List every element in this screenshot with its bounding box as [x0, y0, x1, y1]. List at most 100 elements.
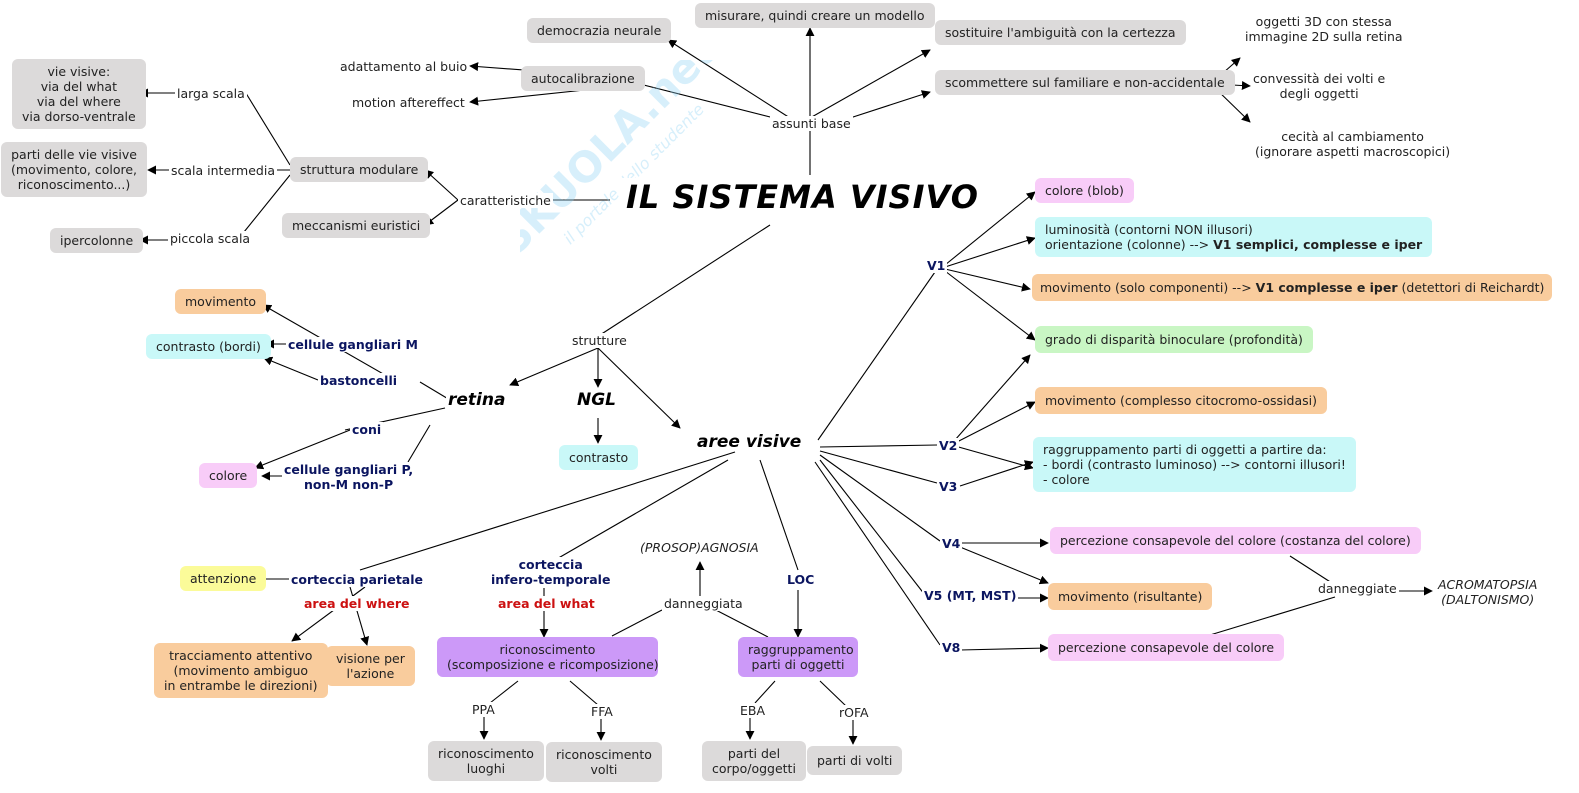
node-tracciamento-attentivo: tracciamento attentivo(movimento ambiguo…: [154, 643, 328, 698]
label-area-where: area del where: [302, 596, 412, 611]
label-danneggiata: danneggiata: [662, 596, 745, 611]
node-retina: retina: [446, 390, 508, 410]
line-connector: [759, 459, 799, 571]
label-v1: V1: [925, 258, 948, 273]
watermark-logo: SKUOLA.net il portale dello studente: [520, 60, 720, 260]
line-connector: [489, 680, 519, 704]
node-movimento-citocromo: movimento (complesso citocromo-ossidasi): [1035, 387, 1328, 414]
label-eba: EBA: [738, 703, 768, 718]
node-ngl: NGL: [575, 390, 619, 410]
arrow-connector: [954, 401, 1036, 444]
arrow-connector: [809, 49, 931, 119]
node-colore-blob: colore (blob): [1035, 178, 1134, 203]
node-movimento-componenti: movimento (solo componenti) --> V1 compl…: [1032, 274, 1553, 301]
line-connector: [407, 424, 431, 463]
arrow-connector: [263, 356, 319, 381]
node-autocalibrazione: autocalibrazione: [521, 66, 645, 91]
arrow-connector: [944, 268, 1031, 292]
node-meccanismi-euristici: meccanismi euristici: [282, 213, 431, 238]
node-disparita: grado di disparità binoculare (profondit…: [1035, 326, 1313, 353]
node-loc: LOC: [785, 572, 817, 587]
label-ffa: FFA: [589, 704, 615, 719]
node-movimento-retina: movimento: [175, 289, 267, 314]
line-connector: [814, 461, 941, 646]
arrow-connector: [959, 643, 1049, 653]
node-acromatopsia: ACROMATOPSIA(DALTONISMO): [1436, 577, 1540, 607]
node-raggruppamento-bordi: raggruppamento parti di oggetti a partir…: [1033, 437, 1356, 492]
line-connector: [243, 174, 291, 233]
node-misurare: misurare, quindi creare un modello: [695, 3, 935, 28]
label-v8: V8: [940, 640, 963, 655]
node-percezione-costanza: percezione consapevole del colore (costa…: [1050, 527, 1421, 554]
node-luminosita: luminosità (contorni NON illusori)orient…: [1035, 217, 1433, 257]
line-connector: [817, 271, 936, 441]
arrow-connector: [667, 39, 791, 119]
label-danneggiate: danneggiate: [1316, 581, 1399, 596]
line-connector: [1289, 555, 1336, 586]
arrow-connector: [959, 460, 1034, 487]
label-v5: V5 (MT, MST): [922, 588, 1019, 603]
line-connector: [359, 451, 736, 571]
line-connector: [819, 450, 938, 484]
node-scommettere: scommettere sul familiare e non-accident…: [935, 70, 1235, 95]
node-attenzione: attenzione: [180, 566, 267, 591]
line-connector: [819, 444, 938, 448]
label-larga-scala: larga scala: [175, 86, 247, 101]
line-connector: [819, 459, 926, 596]
node-percezione-colore: percezione consapevole del colore: [1048, 634, 1285, 661]
label-scala-intermedia: scala intermedia: [169, 163, 277, 178]
line-connector: [554, 459, 729, 561]
label-piccola-scala: piccola scala: [168, 231, 253, 246]
label-coni: coni: [350, 422, 384, 437]
node-struttura-modulare: struttura modulare: [290, 157, 429, 182]
label-caratteristiche: caratteristiche: [458, 193, 553, 208]
node-cecita: cecità al cambiamento(ignorare aspetti m…: [1255, 129, 1451, 159]
arrow-connector: [597, 347, 681, 429]
label-assunti-base: assunti base: [770, 116, 853, 131]
label-ppa: PPA: [470, 702, 497, 717]
arrow-connector: [424, 169, 459, 201]
arrow-connector: [849, 90, 931, 119]
label-gangliari-p: cellule gangliari P,non-M non-P: [282, 462, 416, 492]
node-riconoscimento: riconoscimento(scomposizione e ricomposi…: [437, 637, 659, 677]
arrow-connector: [944, 270, 1036, 341]
node-ipercolonne: ipercolonne: [50, 228, 144, 253]
label-v4: V4: [940, 536, 963, 551]
label-strutture: strutture: [570, 333, 629, 348]
arrow-connector: [254, 429, 351, 470]
node-adattamento-buio: adattamento al buio: [338, 59, 470, 74]
line-connector: [1209, 596, 1336, 636]
label-area-what: area del what: [496, 596, 597, 611]
node-aree-visive: aree visive: [695, 432, 804, 452]
node-democrazia-neurale: democrazia neurale: [527, 18, 672, 43]
node-sostituire: sostituire l'ambiguità con la certezza: [935, 20, 1186, 45]
arrow-connector: [954, 445, 1034, 471]
node-parti-vie-visive: parti delle vie visive(movimento, colore…: [1, 142, 148, 197]
node-contrasto-bordi: contrasto (bordi): [146, 334, 271, 359]
label-gangliari-m: cellule gangliari M: [286, 337, 420, 352]
arrow-connector: [959, 546, 1049, 585]
arrow-connector: [424, 199, 459, 226]
label-bastoncelli: bastoncelli: [318, 373, 400, 388]
node-prosopagnosia: (PROSOP)AGNOSIA: [638, 540, 761, 555]
node-corteccia-parietale: corteccia parietale: [289, 572, 425, 587]
line-connector: [631, 81, 791, 123]
node-parti-volti: parti di volti: [807, 746, 903, 775]
arrow-connector: [509, 347, 599, 387]
node-motion-aftereffect: motion aftereffect: [350, 95, 467, 110]
label-v3: V3: [937, 479, 960, 494]
arrow-connector: [944, 191, 1036, 266]
line-connector: [243, 89, 291, 166]
line-connector: [819, 454, 941, 542]
line-connector: [611, 609, 663, 637]
